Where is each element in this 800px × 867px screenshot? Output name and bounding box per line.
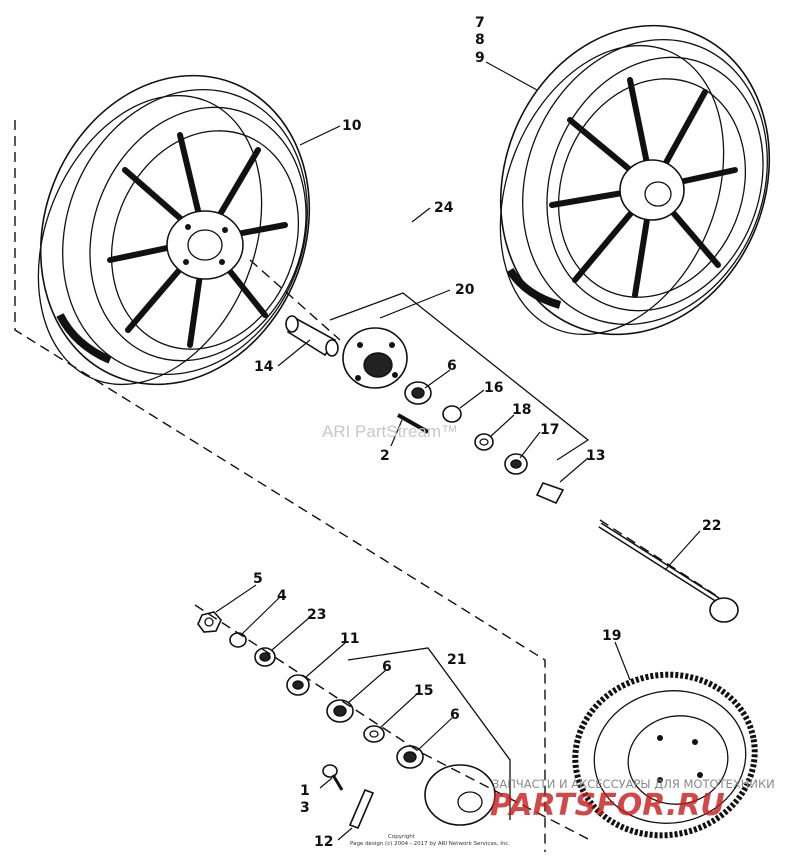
callout-24: 24 <box>434 200 454 216</box>
callout-12: 12 <box>314 834 333 850</box>
leader-lines <box>215 61 701 841</box>
callout-17: 17 <box>540 422 559 438</box>
callout-6-mid: 6 <box>382 659 392 675</box>
sprocket-hub <box>424 764 496 826</box>
callout-4: 4 <box>277 588 287 604</box>
callout-2: 2 <box>380 448 390 464</box>
callout-10: 10 <box>342 118 362 134</box>
site-banner: ЗАПЧАСТИ И АКСЕССУАРЫ ДЛЯ МОТОТЕХНИКИ <box>492 777 775 791</box>
callout-3: 3 <box>300 800 310 816</box>
site-logo: PARTSFOR.RU <box>490 788 725 823</box>
spacer-11 <box>286 674 310 696</box>
seal-23 <box>254 647 276 667</box>
nut-5 <box>197 611 222 633</box>
callout-19: 19 <box>602 628 621 644</box>
bearing-17 <box>504 453 528 475</box>
callout-14: 14 <box>254 359 274 375</box>
lock-plate-12 <box>348 788 375 830</box>
spacer-16 <box>442 405 462 423</box>
callout-13: 13 <box>586 448 605 464</box>
brake-disc-20 <box>342 327 408 389</box>
left-wheel <box>37 74 311 386</box>
callout-15: 15 <box>414 683 433 699</box>
dashed-guide-lines <box>14 120 721 852</box>
bolt-1-3 <box>322 764 344 791</box>
ari-watermark: ARI PartStream™ <box>322 422 458 441</box>
callout-9: 9 <box>475 50 485 66</box>
callout-labels: 7 8 9 10 24 20 14 6 16 18 2 17 13 22 5 4… <box>253 15 721 850</box>
callout-6-lower: 6 <box>450 707 460 723</box>
callout-6-upper: 6 <box>447 358 457 374</box>
bearing-6-mid <box>326 699 354 723</box>
washer-18 <box>474 433 494 451</box>
axle-22 <box>598 522 739 623</box>
callout-23: 23 <box>307 607 326 623</box>
washer-4 <box>229 632 247 648</box>
copyright-line-1: Copyright <box>388 834 416 840</box>
callout-7: 7 <box>475 15 485 31</box>
copyright-line-2: Page design (c) 2004 - 2017 by ARI Netwo… <box>350 841 510 847</box>
callout-5: 5 <box>253 571 263 587</box>
callout-21: 21 <box>447 652 466 668</box>
axle-spacer-14 <box>285 315 339 357</box>
group-brackets <box>329 292 590 820</box>
bearing-6-upper <box>404 381 432 405</box>
callout-22: 22 <box>702 518 721 534</box>
right-wheel <box>499 24 771 336</box>
bolt-2 <box>397 413 429 434</box>
bearing-6-lower <box>396 745 424 769</box>
callout-11: 11 <box>340 631 359 647</box>
callout-8: 8 <box>475 32 485 48</box>
callout-20: 20 <box>455 282 475 298</box>
callout-16: 16 <box>484 380 503 396</box>
spacer-13 <box>535 482 565 505</box>
callout-18: 18 <box>512 402 531 418</box>
spacer-15 <box>363 725 385 743</box>
sprocket-19 <box>572 671 758 839</box>
callout-1: 1 <box>300 783 310 799</box>
